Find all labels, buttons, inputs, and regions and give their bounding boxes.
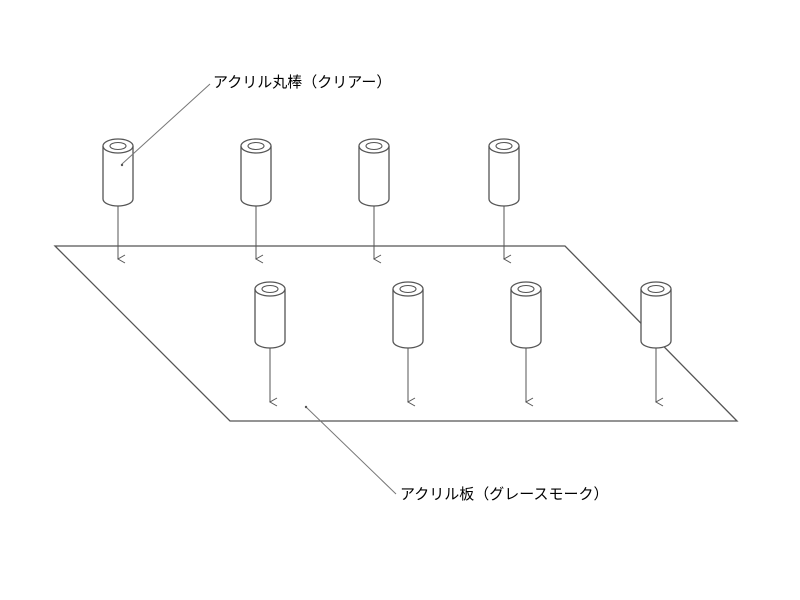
acrylic-rod-back-3: [358, 138, 390, 264]
plate-leader-line: [305, 406, 397, 495]
rod-body: [640, 289, 672, 349]
rod-label: アクリル丸棒（クリアー）: [213, 73, 392, 91]
acrylic-rod-front-4: [640, 281, 672, 407]
rod-body: [510, 289, 542, 349]
rod-leader-dot: [120, 163, 124, 167]
rods-layer: [102, 138, 672, 407]
rod-body: [102, 146, 134, 207]
acrylic-rod-back-2: [240, 138, 272, 264]
rod-hole: [517, 284, 535, 294]
rod-body: [392, 289, 424, 349]
acrylic-rod-front-3: [510, 281, 542, 407]
rod-body: [488, 146, 520, 207]
rod-body: [240, 146, 272, 207]
rod-hole: [365, 141, 383, 151]
rod-hole: [247, 141, 265, 151]
rod-body: [358, 146, 390, 207]
rod-hole: [109, 141, 127, 151]
rod-leader-line: [121, 83, 211, 165]
rod-hole: [399, 284, 417, 294]
acrylic-rod-back-4: [488, 138, 520, 264]
rod-body: [254, 289, 286, 349]
acrylic-rod-back-1: [102, 138, 134, 264]
rod-hole: [261, 284, 279, 294]
rod-hole: [495, 141, 513, 151]
plate-label: アクリル板（グレースモーク）: [400, 485, 609, 503]
plate-leader-dot: [304, 405, 308, 409]
acrylic-rod-front-1: [254, 281, 286, 407]
rod-hole: [647, 284, 665, 294]
acrylic-rod-front-2: [392, 281, 424, 407]
